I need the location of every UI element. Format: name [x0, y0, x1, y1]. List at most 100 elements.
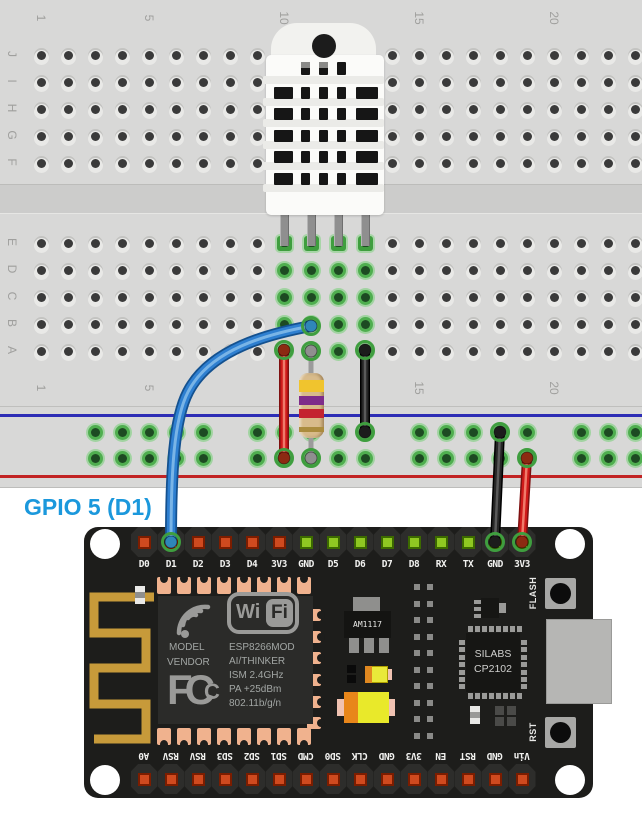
breadboard-hole[interactable]	[576, 131, 586, 141]
pin-d7[interactable]	[380, 536, 394, 549]
breadboard-hole[interactable]	[117, 131, 127, 141]
power-rail-hole[interactable]	[603, 453, 613, 463]
pin-3v3[interactable]	[272, 536, 286, 549]
breadboard-hole[interactable]	[414, 238, 424, 248]
breadboard-hole[interactable]	[387, 292, 397, 302]
power-rail-hole[interactable]	[495, 453, 505, 463]
pin-en[interactable]	[434, 773, 448, 786]
breadboard-hole[interactable]	[549, 104, 559, 114]
breadboard-hole[interactable]	[171, 50, 181, 60]
breadboard-hole[interactable]	[144, 77, 154, 87]
breadboard-hole[interactable]	[603, 104, 613, 114]
flash-button-cap[interactable]	[550, 583, 571, 604]
breadboard-hole[interactable]	[225, 131, 235, 141]
power-rail-hole[interactable]	[576, 453, 586, 463]
breadboard-hole[interactable]	[144, 238, 154, 248]
pin-gnd[interactable]	[299, 536, 313, 549]
breadboard-hole[interactable]	[468, 319, 478, 329]
power-rail-hole[interactable]	[171, 427, 181, 437]
breadboard-hole[interactable]	[36, 319, 46, 329]
breadboard-hole[interactable]	[252, 131, 262, 141]
breadboard-hole[interactable]	[576, 292, 586, 302]
breadboard-hole-connected[interactable]	[279, 346, 289, 356]
breadboard-hole[interactable]	[522, 319, 532, 329]
power-rail-hole[interactable]	[360, 427, 370, 437]
breadboard-hole[interactable]	[495, 104, 505, 114]
breadboard-hole[interactable]	[495, 158, 505, 168]
breadboard-hole[interactable]	[252, 238, 262, 248]
breadboard-hole[interactable]	[441, 104, 451, 114]
breadboard-hole[interactable]	[90, 158, 100, 168]
breadboard-hole[interactable]	[522, 131, 532, 141]
breadboard-hole[interactable]	[36, 50, 46, 60]
breadboard-hole[interactable]	[441, 346, 451, 356]
breadboard-hole[interactable]	[414, 265, 424, 275]
pin-rsv[interactable]	[164, 773, 178, 786]
breadboard-hole[interactable]	[549, 158, 559, 168]
breadboard-hole[interactable]	[441, 158, 451, 168]
breadboard-hole[interactable]	[387, 77, 397, 87]
pin-d5[interactable]	[326, 536, 340, 549]
breadboard-hole[interactable]	[144, 319, 154, 329]
breadboard-hole[interactable]	[630, 346, 640, 356]
breadboard-hole[interactable]	[198, 131, 208, 141]
breadboard-hole[interactable]	[630, 50, 640, 60]
pin-d0[interactable]	[137, 536, 151, 549]
breadboard-hole[interactable]	[90, 265, 100, 275]
breadboard-hole[interactable]	[171, 292, 181, 302]
breadboard-hole[interactable]	[225, 292, 235, 302]
breadboard-hole[interactable]	[117, 238, 127, 248]
breadboard-hole[interactable]	[63, 131, 73, 141]
breadboard-hole[interactable]	[549, 265, 559, 275]
breadboard-hole[interactable]	[90, 319, 100, 329]
breadboard-hole[interactable]	[495, 238, 505, 248]
power-rail-hole[interactable]	[333, 453, 343, 463]
breadboard-hole[interactable]	[603, 238, 613, 248]
breadboard-hole[interactable]	[117, 104, 127, 114]
breadboard-hole[interactable]	[171, 104, 181, 114]
breadboard-hole[interactable]	[468, 292, 478, 302]
breadboard-hole[interactable]	[522, 346, 532, 356]
breadboard-hole-connected[interactable]	[279, 265, 289, 275]
power-rail-hole[interactable]	[306, 453, 316, 463]
breadboard-hole[interactable]	[414, 319, 424, 329]
pin-gnd[interactable]	[488, 773, 502, 786]
breadboard-hole[interactable]	[441, 265, 451, 275]
breadboard-hole[interactable]	[522, 238, 532, 248]
power-rail-hole[interactable]	[630, 427, 640, 437]
breadboard-hole[interactable]	[63, 104, 73, 114]
breadboard-hole[interactable]	[414, 158, 424, 168]
breadboard-hole[interactable]	[117, 158, 127, 168]
breadboard-hole[interactable]	[63, 292, 73, 302]
breadboard-hole[interactable]	[63, 238, 73, 248]
pin-d3[interactable]	[218, 536, 232, 549]
breadboard-hole[interactable]	[90, 292, 100, 302]
breadboard-hole[interactable]	[522, 77, 532, 87]
breadboard-hole[interactable]	[576, 104, 586, 114]
breadboard-hole[interactable]	[117, 292, 127, 302]
breadboard-hole[interactable]	[414, 77, 424, 87]
breadboard-hole[interactable]	[252, 158, 262, 168]
breadboard-hole[interactable]	[90, 346, 100, 356]
breadboard-hole[interactable]	[441, 238, 451, 248]
breadboard-hole[interactable]	[36, 131, 46, 141]
breadboard-hole-connected[interactable]	[333, 346, 343, 356]
breadboard-hole[interactable]	[441, 319, 451, 329]
power-rail-hole[interactable]	[522, 427, 532, 437]
pin-gnd[interactable]	[380, 773, 394, 786]
power-rail-hole[interactable]	[576, 427, 586, 437]
breadboard-hole[interactable]	[90, 104, 100, 114]
pin-sd1[interactable]	[272, 773, 286, 786]
breadboard-hole[interactable]	[387, 238, 397, 248]
breadboard-hole[interactable]	[522, 265, 532, 275]
breadboard-hole[interactable]	[36, 104, 46, 114]
breadboard-hole[interactable]	[603, 319, 613, 329]
breadboard-hole[interactable]	[603, 77, 613, 87]
breadboard-hole-connected[interactable]	[279, 292, 289, 302]
breadboard-hole[interactable]	[414, 292, 424, 302]
breadboard-hole[interactable]	[90, 77, 100, 87]
breadboard-hole[interactable]	[630, 77, 640, 87]
power-rail-hole[interactable]	[117, 453, 127, 463]
pin-3v3[interactable]	[407, 773, 421, 786]
breadboard-hole[interactable]	[441, 50, 451, 60]
